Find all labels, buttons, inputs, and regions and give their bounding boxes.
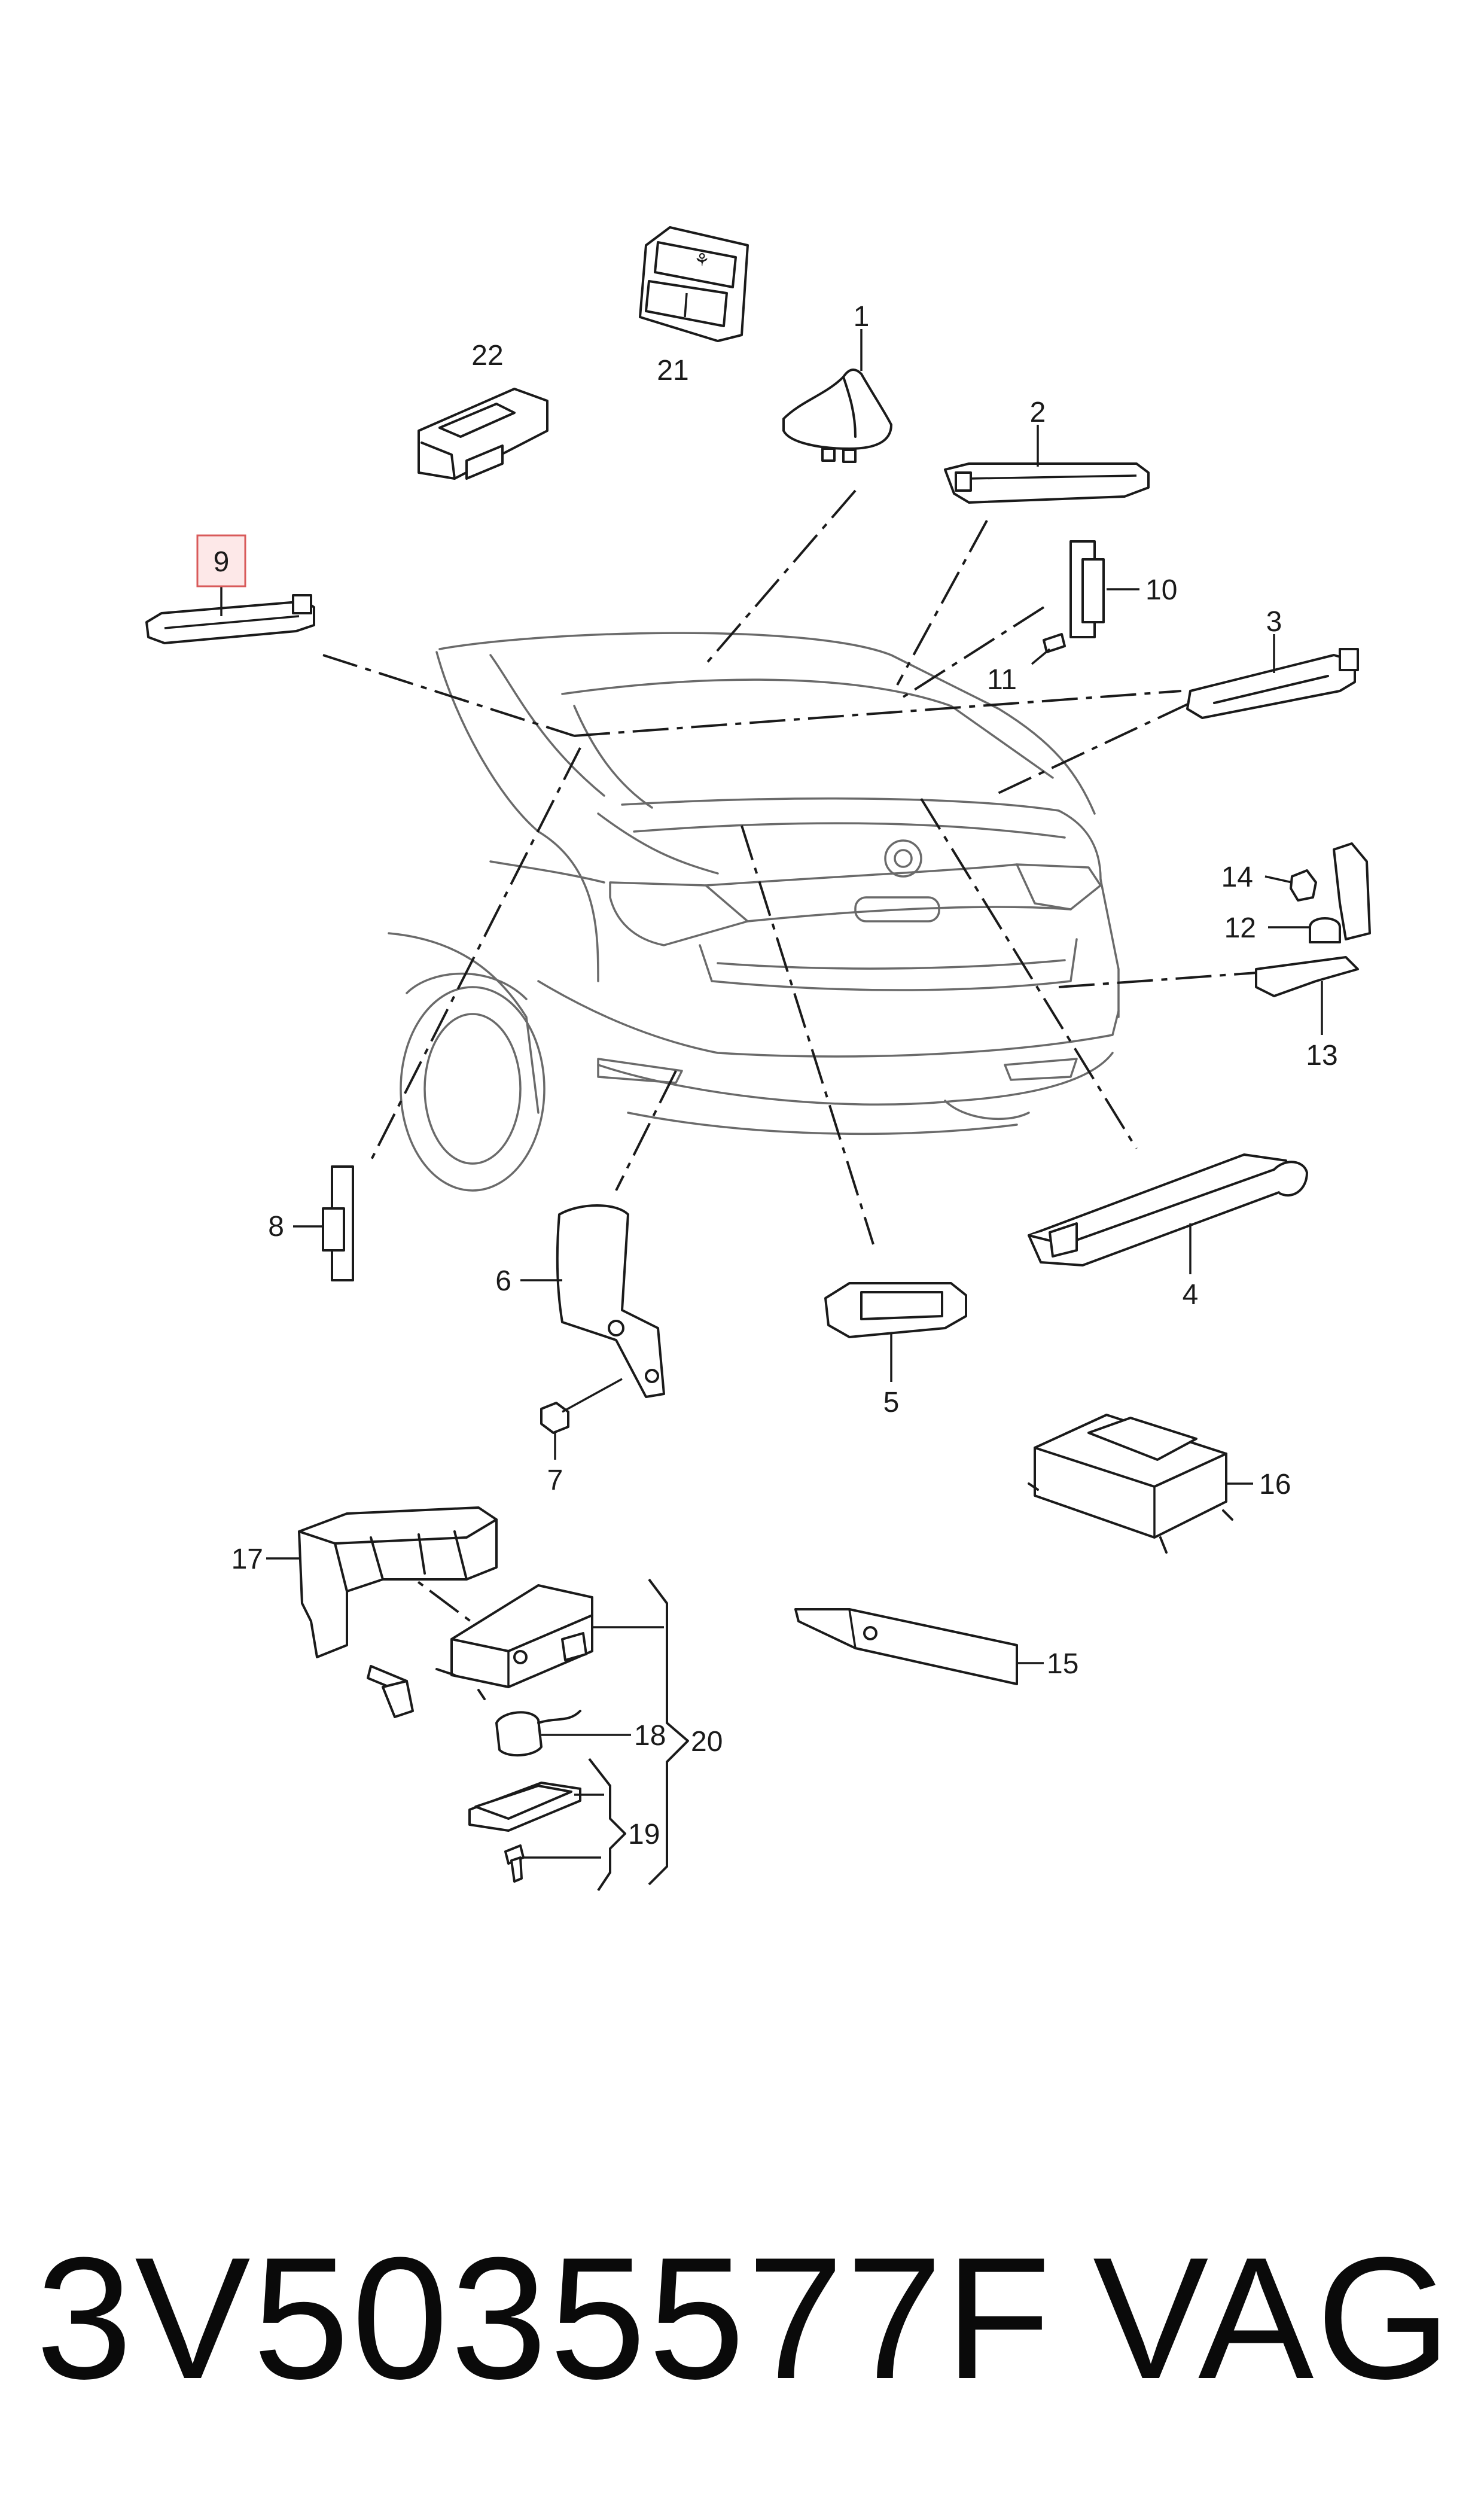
callout-22: 22 <box>471 340 503 372</box>
car-rear-illustration <box>388 632 1120 1192</box>
part-20-control-module <box>435 1584 664 1700</box>
part-18-connector <box>495 1710 631 1757</box>
part-9-antenna-module <box>145 586 315 644</box>
part-10-bracket <box>1069 540 1139 638</box>
part-number: 3V5035577F <box>36 2221 1053 2415</box>
part-15-antenna-strip <box>794 1608 1044 1685</box>
callout-4: 4 <box>1183 1279 1199 1311</box>
part-19-cover <box>468 1782 604 1832</box>
callout-21: 21 <box>657 355 688 386</box>
part-8-bracket <box>293 1165 354 1281</box>
callout-16: 16 <box>1259 1469 1291 1500</box>
part-6-bracket <box>520 1204 665 1398</box>
callout-3: 3 <box>1266 606 1282 638</box>
part-19-screw <box>504 1844 601 1883</box>
callout-20: 20 <box>691 1726 723 1758</box>
callout-10: 10 <box>1145 574 1177 606</box>
part-5-sensor <box>824 1282 967 1382</box>
callout-5: 5 <box>883 1387 900 1418</box>
part-11-screw <box>1031 633 1066 665</box>
part-22-switch-unit <box>418 388 548 480</box>
part-bolt <box>367 1665 414 1718</box>
callout-11: 11 <box>987 664 1017 696</box>
part-4-antenna-module <box>1028 1153 1308 1274</box>
callout-1: 1 <box>854 301 870 333</box>
callout-14: 14 <box>1221 861 1253 893</box>
callout-9-highlight-box <box>196 534 246 587</box>
callout-2: 2 <box>1030 397 1046 428</box>
callout-19: 19 <box>628 1819 660 1850</box>
callout-6: 6 <box>495 1265 511 1297</box>
footer: 3V5035577F VAG <box>36 2221 1453 2415</box>
dashed-leader-lines <box>322 489 1266 1628</box>
brace-19 <box>588 1758 626 1892</box>
part-16-control-unit <box>1028 1414 1253 1554</box>
callout-9: 9 <box>214 546 230 578</box>
callout-15: 15 <box>1047 1648 1078 1680</box>
part-13-mount <box>1255 956 1359 1035</box>
part-21-switch-panel: ⚘ <box>639 226 749 342</box>
part-12-bracket <box>1268 842 1371 943</box>
part-14-nut <box>1264 869 1317 902</box>
brace-20 <box>648 1578 689 1886</box>
svg-text:⚘: ⚘ <box>694 251 710 270</box>
part-2-antenna-amplifier <box>944 425 1150 504</box>
callout-18: 18 <box>634 1720 666 1752</box>
callout-12: 12 <box>1224 912 1256 944</box>
part-3-antenna-module <box>1186 634 1359 719</box>
callout-8: 8 <box>268 1211 284 1243</box>
part-7-nut <box>540 1378 623 1460</box>
callout-17: 17 <box>231 1543 263 1575</box>
callout-7: 7 <box>547 1464 563 1496</box>
brand-name: VAG <box>1093 2221 1453 2415</box>
callout-labels: 1 2 3 4 5 6 7 8 9 10 11 12 13 14 15 16 1… <box>196 301 1338 1850</box>
part-17-housing <box>266 1506 498 1658</box>
callout-13: 13 <box>1306 1040 1337 1071</box>
part-1-roof-antenna <box>782 329 892 463</box>
